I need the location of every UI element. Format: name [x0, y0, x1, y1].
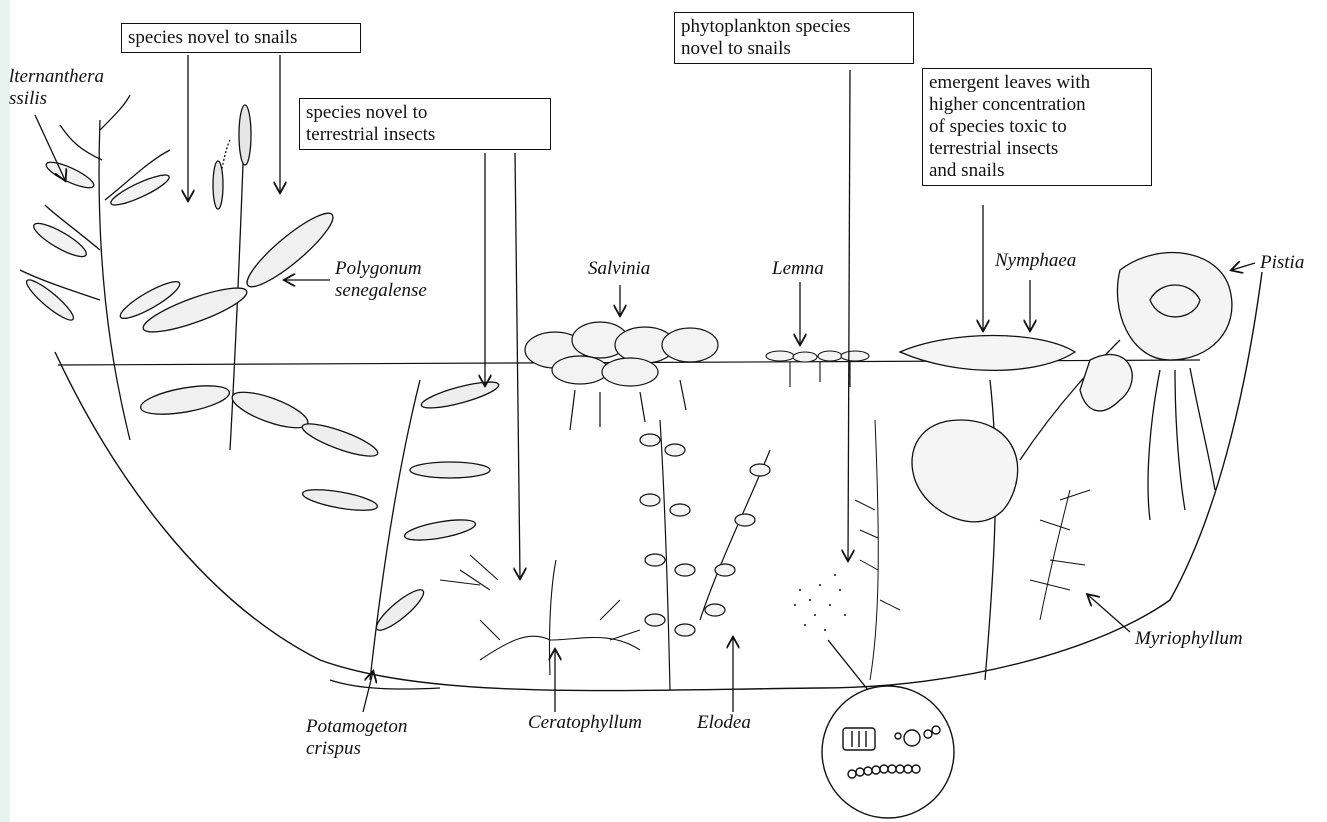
nymphaea-plant [900, 336, 1132, 681]
pistia-plant [1117, 253, 1231, 520]
salvinia-plant [525, 322, 718, 430]
box-emergent-leaves: emergent leaves with higher concentratio… [922, 68, 1152, 186]
label-nymphaea: Nymphaea [995, 250, 1076, 272]
label-elodea: Elodea [697, 712, 751, 734]
alternanthera-plant [20, 95, 183, 440]
box-novel-to-insects: species novel to terrestrial insects [299, 98, 551, 150]
label-ceratophyllum: Ceratophyllum [528, 712, 642, 734]
label-salvinia: Salvinia [588, 258, 650, 280]
label-polygonum: Polygonum senegalense [335, 258, 427, 302]
label-alternanthera: lternanthera ssilis [9, 66, 104, 110]
potamogeton-plant [299, 377, 500, 689]
label-pistia: Pistia [1260, 252, 1304, 274]
elodea-plant [640, 420, 770, 690]
box-novel-to-snails: species novel to snails [121, 23, 361, 53]
phytoplankton-dots [794, 574, 846, 631]
label-potamogeton: Potamogeton crispus [306, 716, 407, 760]
phytoplankton-magnified [822, 640, 954, 818]
label-lemna: Lemna [772, 258, 824, 280]
lemna-plant [766, 351, 869, 387]
ceratophyllum-plant [440, 555, 640, 675]
label-myriophyllum: Myriophyllum [1135, 628, 1243, 650]
polygonum-plant [139, 105, 341, 450]
box-phytoplankton: phytoplankton species novel to snails [674, 12, 914, 64]
